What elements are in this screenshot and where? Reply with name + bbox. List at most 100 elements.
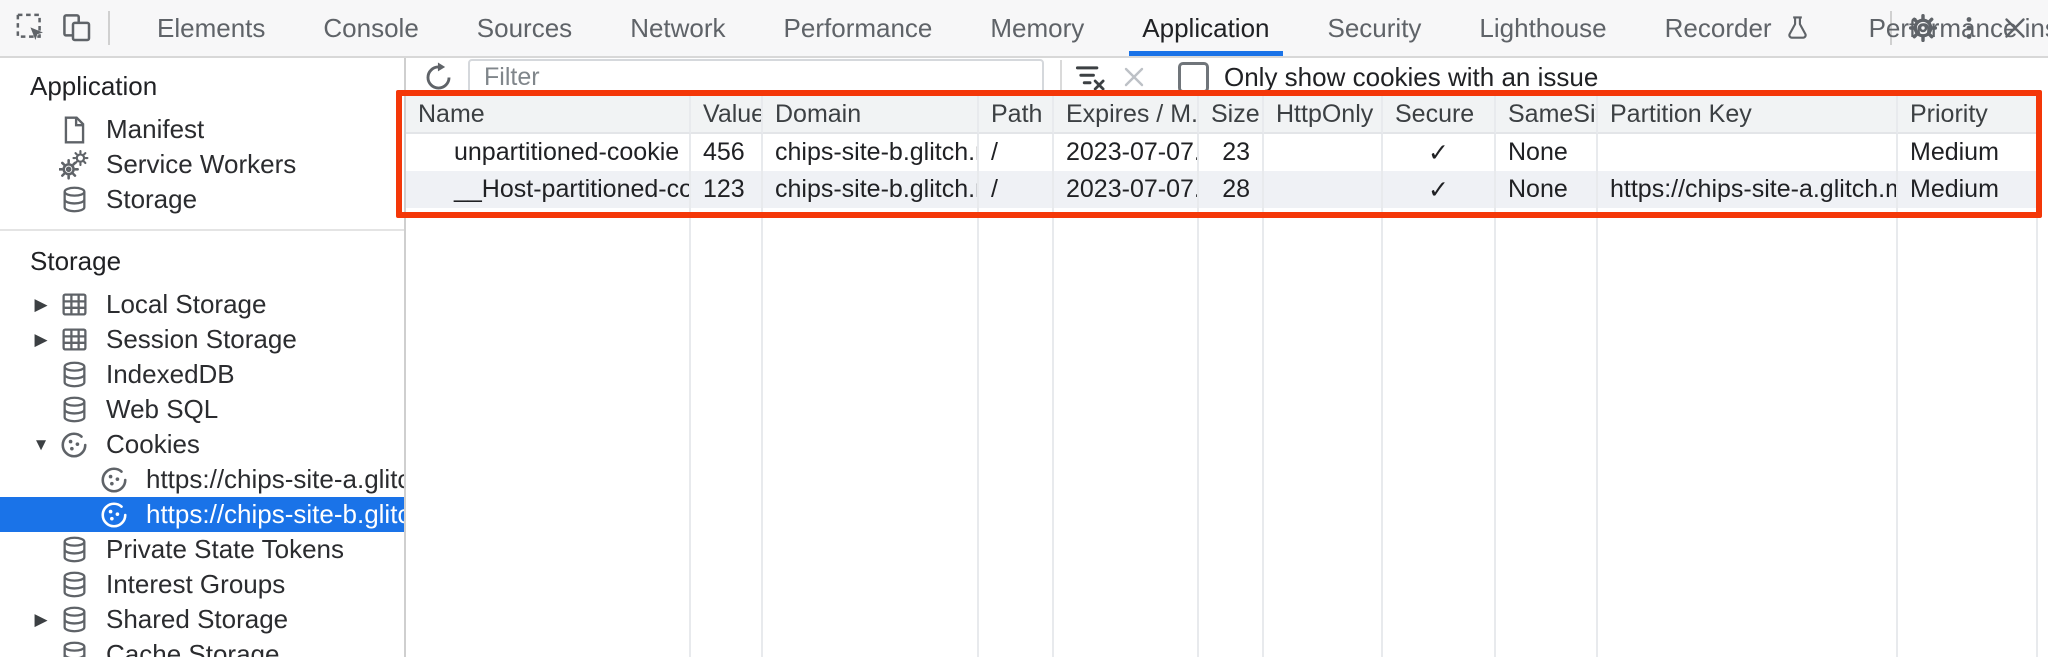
tab-label: Security	[1327, 12, 1422, 43]
column-header-httponly[interactable]: HttpOnly	[1264, 96, 1383, 134]
sidebar-item-cache-storage[interactable]: Cache Storage	[0, 637, 404, 657]
tab-lighthouse[interactable]: Lighthouse	[1450, 0, 1635, 56]
sidebar-item-label: Cookies	[106, 429, 200, 459]
cookie-cell-httponly[interactable]	[1264, 171, 1383, 208]
table-filler-partition-key	[1598, 208, 1898, 657]
database-icon	[56, 392, 92, 428]
column-header-samesite[interactable]: SameSite	[1496, 96, 1598, 134]
tab-label: Sources	[476, 12, 573, 43]
sidebar-item-shared-storage[interactable]: ▶ Shared Storage	[0, 602, 404, 637]
sidebar-item-https-chips-site-a-glitch-me[interactable]: https://chips-site-a.glitch.me	[0, 462, 404, 497]
filter-input[interactable]	[468, 59, 1044, 95]
cookie-cell-secure[interactable]: ✓	[1383, 134, 1496, 171]
column-header-secure[interactable]: Secure	[1383, 96, 1496, 134]
cookie-cell-priority[interactable]: Medium	[1898, 171, 2038, 208]
cookie-cell-samesite[interactable]: None	[1496, 134, 1598, 171]
device-toolbar-icon[interactable]	[54, 4, 100, 52]
cookie-icon	[96, 497, 132, 533]
tab-performance-insights[interactable]: Performance insights	[1840, 0, 2048, 56]
gears-icon	[56, 147, 92, 183]
tab-memory[interactable]: Memory	[961, 0, 1113, 56]
column-header-name[interactable]: Name	[406, 96, 691, 134]
database-icon	[56, 567, 92, 603]
table-filler-domain	[763, 208, 979, 657]
column-header-path[interactable]: Path	[979, 96, 1054, 134]
cookie-cell-httponly[interactable]	[1264, 134, 1383, 171]
column-header-size[interactable]: Size	[1199, 96, 1264, 134]
sidebar-section-title-storage: Storage	[30, 246, 122, 276]
tree-arrow-collapsed-icon[interactable]: ▶	[34, 329, 48, 349]
table-filler-size	[1199, 208, 1264, 657]
issue-filter-label: Only show cookies with an issue	[1224, 61, 1599, 92]
tree-arrow-expanded-icon[interactable]: ▼	[32, 434, 50, 454]
tab-application[interactable]: Application	[1113, 0, 1298, 56]
table-filler-priority	[1898, 208, 2038, 657]
cookie-cell-value[interactable]: 123	[691, 171, 763, 208]
tab-network[interactable]: Network	[601, 0, 754, 56]
tab-elements[interactable]: Elements	[128, 0, 294, 56]
tree-arrow-collapsed-icon[interactable]: ▶	[34, 294, 48, 314]
cookie-cell-domain[interactable]: chips-site-b.glitch.me	[763, 171, 979, 208]
sidebar-item-label: Local Storage	[106, 289, 267, 319]
column-header-domain[interactable]: Domain	[763, 96, 979, 134]
column-header-priority[interactable]: Priority	[1898, 96, 2038, 134]
sidebar-item-session-storage[interactable]: ▶Session Storage	[0, 322, 404, 357]
document-icon	[56, 112, 92, 148]
cookie-cell-samesite[interactable]: None	[1496, 171, 1598, 208]
database-icon	[56, 182, 92, 218]
sidebar-item-indexeddb[interactable]: IndexedDB	[0, 357, 404, 392]
tree-arrow-collapsed-icon[interactable]: ▶	[34, 609, 48, 629]
sidebar-item-manifest[interactable]: Manifest	[0, 112, 404, 147]
cookie-cell-partition-key[interactable]: https://chips-site-a.glitch.me	[1598, 171, 1898, 208]
cookie-cell-partition-key[interactable]	[1598, 134, 1898, 171]
issue-filter-checkbox[interactable]	[1178, 61, 1209, 93]
cookie-cell-name[interactable]: unpartitioned-cookie	[406, 134, 691, 171]
cookie-cell-name[interactable]: __Host-partitioned-cookie	[406, 171, 691, 208]
sidebar-item-service-workers[interactable]: Service Workers	[0, 147, 404, 182]
more-vertical-icon[interactable]	[1946, 4, 1992, 52]
cookie-cell-expires-m[interactable]: 2023-07-07...	[1054, 134, 1199, 171]
sidebar-item-storage[interactable]: Storage	[0, 182, 404, 217]
cookie-cell-size[interactable]: 28	[1199, 171, 1264, 208]
column-header-value[interactable]: Value	[691, 96, 763, 134]
tab-sources[interactable]: Sources	[448, 0, 601, 56]
database-icon	[56, 532, 92, 568]
sidebar-item-label: Web SQL	[106, 394, 219, 424]
cookie-cell-size[interactable]: 23	[1199, 134, 1264, 171]
tab-recorder[interactable]: Recorder	[1636, 0, 1840, 56]
gear-icon[interactable]	[1900, 4, 1946, 52]
clear-filter-icon[interactable]	[1068, 58, 1112, 96]
cookie-cell-domain[interactable]: chips-site-b.glitch.me	[763, 134, 979, 171]
sidebar-item-local-storage[interactable]: ▶ Local Storage	[0, 287, 404, 322]
sidebar-item-label: Shared Storage	[106, 604, 289, 634]
table-filler-value	[691, 208, 763, 657]
table-filler-samesite	[1496, 208, 1598, 657]
inspect-icon[interactable]	[8, 4, 54, 52]
cookie-cell-value[interactable]: 456	[691, 134, 763, 171]
tab-performance[interactable]: Performance	[755, 0, 962, 56]
sidebar-item-web-sql[interactable]: Web SQL	[0, 392, 404, 427]
tab-label: Recorder	[1664, 12, 1772, 43]
sidebar-item-interest-groups[interactable]: Interest Groups	[0, 567, 404, 602]
cookie-cell-path[interactable]: /	[979, 171, 1054, 208]
cookie-cell-path[interactable]: /	[979, 134, 1054, 171]
tab-label: Performance insights	[1868, 12, 2048, 43]
column-header-partition-key[interactable]: Partition Key	[1598, 96, 1898, 134]
close-icon[interactable]	[1992, 4, 2038, 52]
tab-console[interactable]: Console	[294, 0, 447, 56]
cookie-cell-priority[interactable]: Medium	[1898, 134, 2038, 171]
refresh-icon[interactable]	[416, 58, 460, 96]
cookie-cell-expires-m[interactable]: 2023-07-07...	[1054, 171, 1199, 208]
sidebar-section-title-application: Application	[30, 71, 158, 101]
sidebar-item-cookies[interactable]: ▼ Cookies	[0, 427, 404, 462]
tab-security[interactable]: Security	[1299, 0, 1451, 56]
column-header-expires-m[interactable]: Expires / M...	[1054, 96, 1199, 134]
cookie-icon	[96, 462, 132, 498]
sidebar-item-private-state-tokens[interactable]: Private State Tokens	[0, 532, 404, 567]
sidebar-item-https-chips-site-b-glitch-me[interactable]: https://chips-site-b.glitch.me	[0, 497, 404, 532]
table-filler-httponly	[1264, 208, 1383, 657]
cookie-cell-secure[interactable]: ✓	[1383, 171, 1496, 208]
